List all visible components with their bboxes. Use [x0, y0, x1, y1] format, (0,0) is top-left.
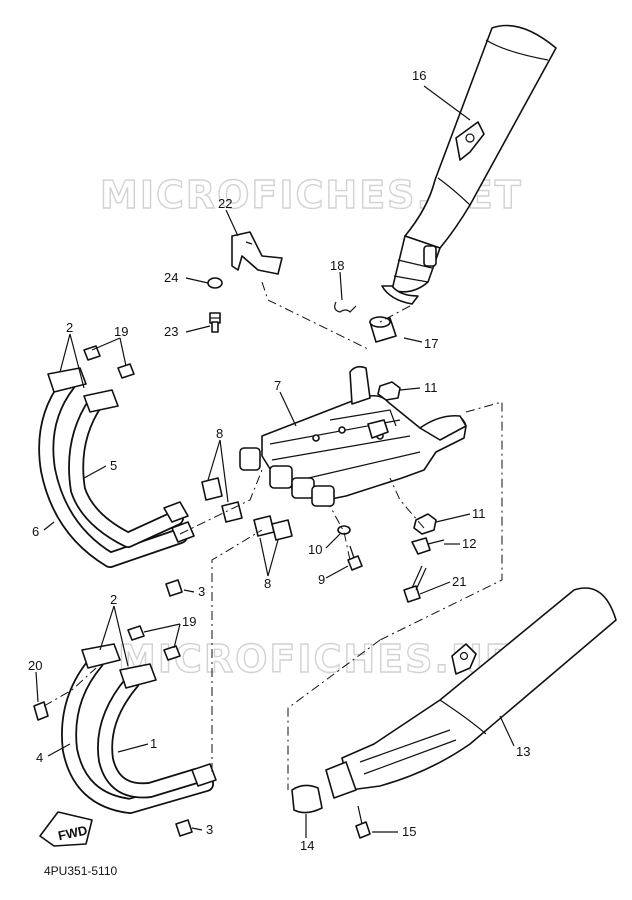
- callout-10: 10: [308, 542, 322, 557]
- callout-6: 6: [32, 524, 39, 539]
- callout-17: 17: [424, 336, 438, 351]
- callout-9: 9: [318, 572, 325, 587]
- callout-19-lower: 19: [182, 614, 196, 629]
- callout-15: 15: [402, 824, 416, 839]
- gasket-17: [369, 316, 397, 343]
- callout-2-lower: 2: [110, 592, 117, 607]
- callout-11-top: 11: [424, 380, 438, 395]
- fasteners-chamber: [337, 381, 445, 603]
- bolt-3-lower: [175, 819, 193, 837]
- callout-19-upper: 19: [114, 324, 128, 339]
- callout-7: 7: [274, 378, 281, 393]
- callout-24: 24: [164, 270, 178, 285]
- diagram-code: 4PU351-5110: [44, 864, 118, 878]
- callout-13: 13: [516, 744, 530, 759]
- callout-2-upper: 2: [66, 320, 73, 335]
- callout-3-lower: 3: [206, 822, 213, 837]
- fwd-arrow: FWD: [39, 811, 93, 847]
- gaskets-2-19-lower: [33, 625, 181, 721]
- callout-22: 22: [218, 196, 232, 211]
- assembly-lines: [43, 281, 503, 790]
- callout-12: 12: [462, 536, 476, 551]
- callout-21: 21: [452, 574, 466, 589]
- gaskets-8: [201, 477, 293, 541]
- exhaust-chamber: [239, 365, 467, 507]
- callout-23: 23: [164, 324, 178, 339]
- leader-lines: [35, 85, 515, 838]
- upper-header-pipes: [38, 367, 195, 568]
- svg-text:FWD: FWD: [57, 823, 89, 844]
- gaskets-2-19-upper: [83, 345, 135, 379]
- callout-4: 4: [36, 750, 43, 765]
- callout-16: 16: [412, 68, 426, 83]
- lower-muffler: [291, 587, 617, 839]
- bracket-assembly: [207, 231, 283, 333]
- upper-muffler: [381, 24, 557, 305]
- bolt-3-upper: [165, 579, 183, 597]
- callout-3-upper: 3: [198, 584, 205, 599]
- callout-5: 5: [110, 458, 117, 473]
- lower-header-pipes: [61, 643, 217, 814]
- callout-8-lower: 8: [264, 576, 271, 591]
- callout-14: 14: [300, 838, 314, 853]
- callout-1: 1: [150, 736, 157, 751]
- callout-labels: 16 22 18 24 23 17 2 19 7 11 8 5 6 11 12 …: [28, 68, 530, 853]
- callout-11-mid: 11: [472, 506, 486, 521]
- callout-18: 18: [330, 258, 344, 273]
- callout-20: 20: [28, 658, 42, 673]
- clip-18: [334, 301, 357, 313]
- callout-8-upper: 8: [216, 426, 223, 441]
